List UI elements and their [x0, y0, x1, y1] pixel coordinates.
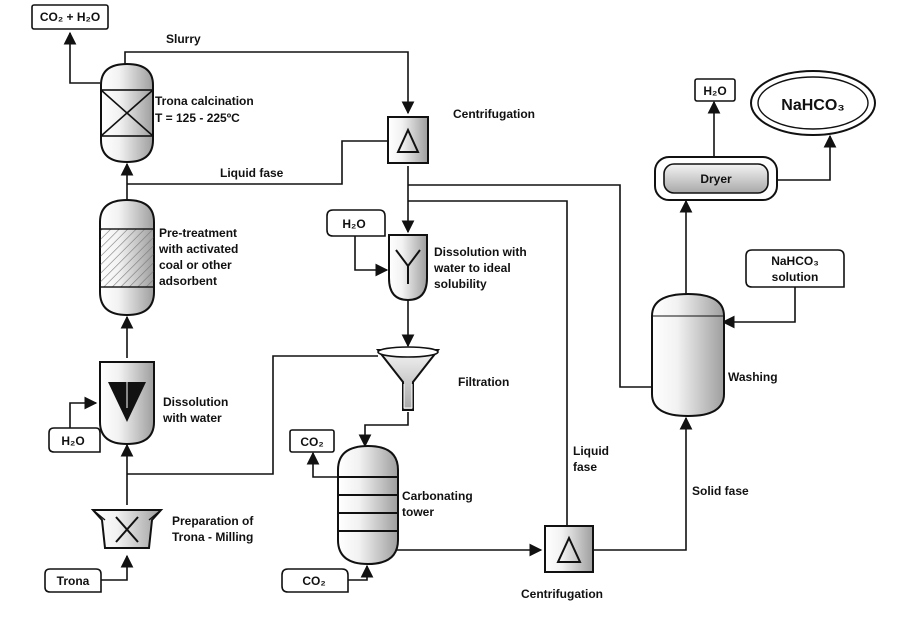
centrifugation-bottom-label: Centrifugation: [521, 587, 603, 601]
dryer-unit: [654, 156, 778, 201]
washing-column: [651, 292, 725, 418]
mixing-vessel: [388, 234, 428, 302]
co2-h2o-outlet-box: CO₂ + H₂O: [31, 4, 109, 30]
flow-lines: [63, 31, 837, 581]
h2o-dissolution-box: H₂O: [326, 209, 386, 237]
pretreatment-label-3: coal or other: [159, 258, 232, 272]
unit-labels: Trona calcination T = 125 - 225ºC Slurry…: [155, 32, 778, 601]
dissolution-tank: [99, 361, 155, 446]
pretreatment-column: [99, 198, 155, 317]
line-dryer-to-product: [778, 134, 837, 181]
packed-column-icon: [99, 228, 155, 288]
centrifugation-top-label: Centrifugation: [453, 107, 535, 121]
co2-h2o-outlet-label: CO₂ + H₂O: [40, 10, 100, 24]
pretreatment-label-2: with activated: [158, 242, 238, 256]
line-h2o-to-dissolution-ideal: [354, 235, 389, 277]
line-trona-to-milling: [100, 554, 134, 581]
h2o-dryer-outlet-label: H₂O: [703, 84, 726, 98]
nahco3-solution-box: NaHCO₃ solution: [745, 249, 845, 288]
line-filtration-to-carbonating: [358, 412, 409, 448]
mixing-vessel-icon: [395, 249, 421, 284]
dissolution-ideal-label-3: solubility: [434, 277, 487, 291]
line-solution-to-washing: [721, 286, 796, 329]
trona-feed-box: Trona: [44, 568, 102, 593]
dissolution-water-label-2: with water: [162, 411, 222, 425]
funnel-filter-icon: [377, 346, 439, 358]
centrifuge-icon: [396, 127, 420, 153]
dissolution-ideal-label-1: Dissolution with: [434, 245, 527, 259]
liquid-fase-right-label-1: Liquid: [573, 444, 609, 458]
line-slurry: [124, 51, 415, 115]
line-liquid-fase-top: [127, 140, 388, 185]
carbonating-label-1: Carbonating: [402, 489, 473, 503]
line-carbonating-to-co2: [306, 451, 338, 478]
milling-label-1: Preparation of: [172, 514, 254, 528]
solid-fase-label: Solid fase: [692, 484, 749, 498]
trona-feed-label: Trona: [57, 574, 90, 588]
centrifuge-icon: [556, 535, 582, 563]
line-calcination-to-co2: [63, 31, 100, 84]
carbonating-label-2: tower: [402, 505, 434, 519]
dissolution-water-label-1: Dissolution: [163, 395, 228, 409]
dryer-label: Dryer: [700, 172, 732, 186]
h2o-dissolution-label: H₂O: [342, 217, 365, 231]
dissolution-ideal-label-2: water to ideal: [433, 261, 511, 275]
h2o-dryer-outlet-box: H₂O: [694, 78, 736, 102]
liquid-fase-right-label-2: fase: [573, 460, 597, 474]
milling-label-2: Trona - Milling: [172, 530, 253, 544]
slurry-label: Slurry: [166, 32, 201, 46]
line-filtration-recycle: [127, 355, 378, 475]
line-h2o-to-dissolution: [69, 396, 98, 428]
co2-feed-box: CO₂: [281, 568, 349, 593]
co2-vent-box: CO₂: [289, 429, 335, 453]
nahco3-solution-label-1: NaHCO₃: [771, 254, 819, 268]
co2-vent-label: CO₂: [300, 435, 323, 449]
filtration-funnel: [375, 346, 441, 411]
nahco3-product-label: NaHCO₃: [781, 97, 844, 114]
liquid-fase-top-label: Liquid fase: [220, 166, 284, 180]
calcination-reactor: [100, 62, 154, 164]
h2o-feed-box: H₂O: [48, 427, 101, 453]
nahco3-product-ellipse: NaHCO₃: [750, 70, 876, 136]
trona-mill: [90, 509, 164, 549]
carbonating-tower: [337, 444, 399, 566]
dryer-icon: [663, 163, 769, 194]
pretreatment-label-4: adsorbent: [159, 274, 217, 288]
line-liquid-fase-right: [408, 200, 568, 526]
co2-feed-label: CO₂: [302, 574, 325, 588]
pretreatment-label-1: Pre-treatment: [159, 226, 237, 240]
washing-label: Washing: [728, 370, 778, 384]
line-solid-fase: [594, 416, 693, 551]
filtration-label: Filtration: [458, 375, 509, 389]
calcination-label-2: T = 125 - 225ºC: [155, 111, 240, 125]
line-to-washing: [408, 184, 652, 388]
h2o-feed-label: H₂O: [61, 434, 84, 448]
nahco3-solution-label-2: solution: [772, 270, 819, 284]
centrifuge-top: [387, 116, 429, 164]
centrifuge-bottom: [544, 525, 594, 573]
calcination-label-1: Trona calcination: [155, 94, 254, 108]
line-co2-to-carbonating: [348, 564, 374, 581]
